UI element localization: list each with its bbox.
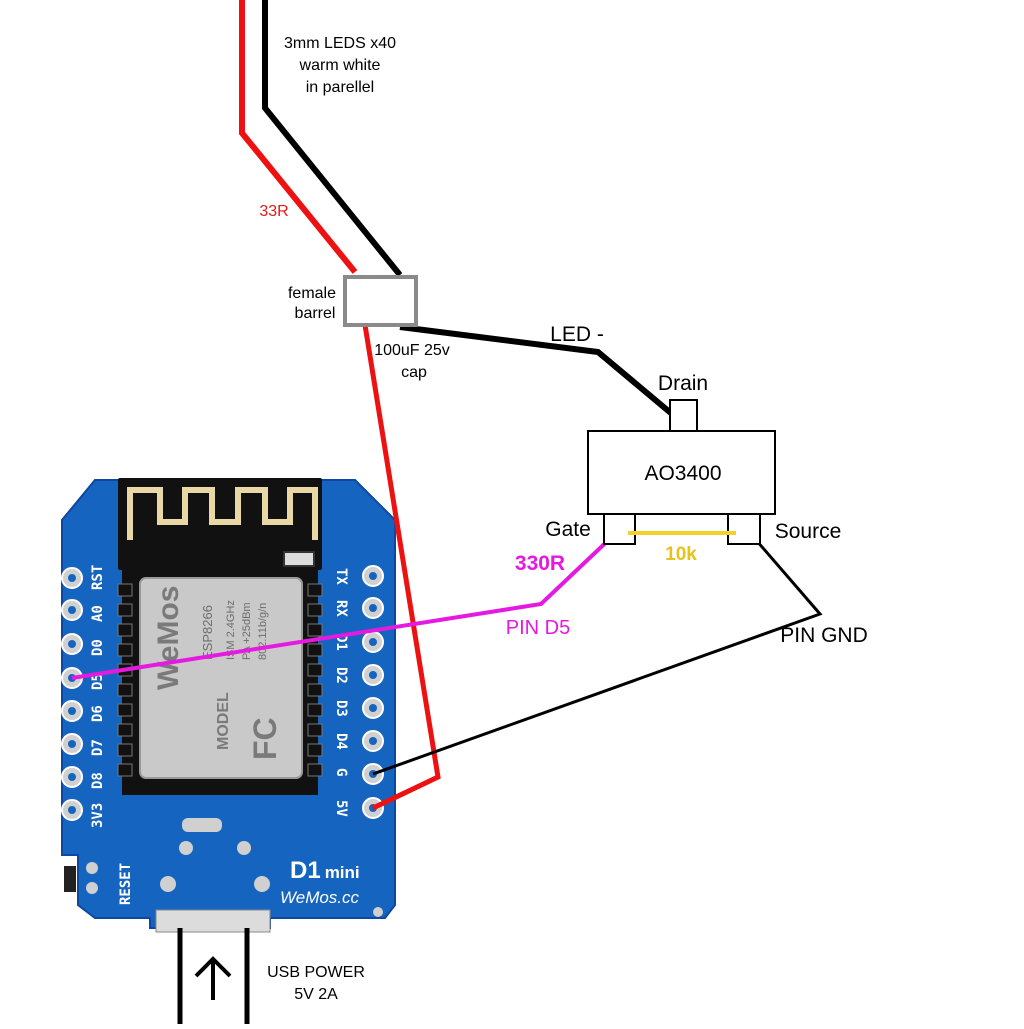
board-pad-5 xyxy=(254,876,270,892)
red-wire-led-plus xyxy=(239,0,358,274)
cap-label-line-1: 100uF 25v xyxy=(374,342,450,359)
pin-label-d0: D0 xyxy=(90,639,106,656)
female-barrel-connector xyxy=(343,275,418,327)
pin-label-d7: D7 xyxy=(90,739,106,756)
pin-label-d6: D6 xyxy=(90,705,106,722)
mosfet-body xyxy=(587,430,776,515)
mosfet-source-pin xyxy=(727,513,761,545)
usb-power-label-line-2: 5V 2A xyxy=(294,986,338,1003)
black-wire-source xyxy=(372,532,823,776)
module-pads-left xyxy=(117,583,133,777)
module-line-2: ISM 2.4GHz xyxy=(225,600,237,660)
board-pad-1 xyxy=(182,818,222,832)
resistor-10k-label: 10k xyxy=(665,544,697,565)
barrel-label-line-2: barrel xyxy=(295,305,336,322)
module-line-3: PA +25dBm xyxy=(241,602,253,660)
black-wire-drain xyxy=(399,324,674,417)
antenna-trace xyxy=(127,487,318,540)
red-wire-5v xyxy=(362,324,441,811)
board-brand: WeMos.cc xyxy=(280,888,360,907)
pin-label-rst: RST xyxy=(90,565,106,590)
magenta-wire-gate xyxy=(71,530,619,680)
drain-label: Drain xyxy=(658,372,708,395)
usb-power-label-line-1: USB POWER xyxy=(267,964,365,981)
reset-pad-2 xyxy=(86,882,98,894)
led-desc-line-2: warm white xyxy=(299,57,381,74)
black-wire-led-minus xyxy=(262,0,403,277)
resistor-33r-label: 33R xyxy=(259,203,288,220)
module-pads-right xyxy=(307,583,323,777)
pin-label-d2: D2 xyxy=(333,667,349,684)
pin-d5-label: PIN D5 xyxy=(506,617,570,639)
pin-label-tx: TX xyxy=(333,568,349,585)
reset-label: RESET xyxy=(118,863,134,905)
module-line-4: 802.11b/g/n xyxy=(257,603,269,660)
pin-label-5v: 5V xyxy=(333,800,349,817)
module-line-1: ESP8266 xyxy=(200,605,215,660)
pin-label-d1: D1 xyxy=(333,634,349,651)
gate-label: Gate xyxy=(545,518,591,541)
source-label: Source xyxy=(775,520,842,543)
cap-label-line-2: cap xyxy=(401,364,427,381)
module-fc-mark: FC xyxy=(247,717,283,760)
reset-button xyxy=(64,866,76,892)
module-can xyxy=(139,577,303,779)
usb-connector xyxy=(155,909,271,933)
board-pad-4 xyxy=(160,876,176,892)
pin-label-d8: D8 xyxy=(90,772,106,789)
board-pad-6 xyxy=(373,907,383,917)
mosfet-label: AO3400 xyxy=(644,462,721,485)
led-desc-line-3: in parellel xyxy=(306,79,374,96)
pin-label-g: G xyxy=(333,768,349,776)
d1-mini-board: WeMos ESP8266 ISM 2.4GHz PA +25dBm 802.1… xyxy=(61,478,396,933)
pin-label-rx: RX xyxy=(333,600,349,617)
pin-gnd-label: PIN GND xyxy=(780,624,868,647)
module-model: MODEL xyxy=(215,692,232,750)
pin-label-3v3: 3V3 xyxy=(90,803,106,828)
up-arrow-icon xyxy=(194,956,232,1000)
pin-label-d3: D3 xyxy=(333,700,349,717)
led-desc-line-1: 3mm LEDS x40 xyxy=(284,35,396,52)
reset-pad-1 xyxy=(86,862,98,874)
pin-label-d5: D5 xyxy=(90,673,106,690)
mosfet-gate-pin xyxy=(603,513,636,545)
mosfet-ao3400: AO3400 xyxy=(587,399,776,545)
led-minus-label: LED - xyxy=(550,323,604,346)
module-led xyxy=(283,551,315,567)
pin-label-d4: D4 xyxy=(333,733,349,750)
board-pad-3 xyxy=(237,841,251,855)
board-pad-2 xyxy=(179,841,193,855)
pin-label-a0: A0 xyxy=(90,605,106,622)
mosfet-drain-pin xyxy=(669,399,698,432)
barrel-label-line-1: female xyxy=(288,285,336,302)
module-brand: WeMos xyxy=(152,586,185,690)
resistor-330r-label: 330R xyxy=(515,552,565,575)
